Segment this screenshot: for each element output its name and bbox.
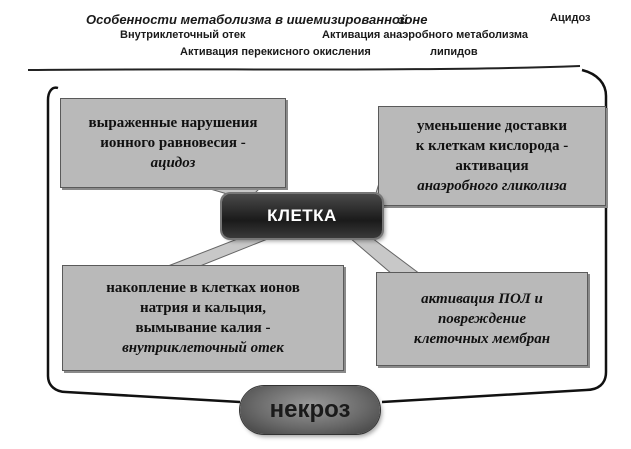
frame-left xyxy=(46,86,241,404)
connector-bottom-left xyxy=(167,237,271,267)
box-ion-accumulation: накопление в клетках ионов натрия и каль… xyxy=(62,265,344,371)
header-acidosis: Ацидоз xyxy=(550,12,591,24)
frame-right xyxy=(381,68,608,404)
cell-node: КЛЕТКА xyxy=(222,194,382,238)
header-peroxidation: Активация перекисного окисления xyxy=(180,46,371,58)
necrosis-label: некроз xyxy=(269,396,351,423)
connector-bottom-right xyxy=(348,237,422,275)
cell-label: КЛЕТКА xyxy=(267,206,337,225)
box-oxygen-delivery: уменьшение доставки к клеткам кислорода … xyxy=(378,106,606,206)
header: Особенности метаболизма в ишемизированно… xyxy=(30,10,610,70)
necrosis-node: некроз xyxy=(240,386,380,434)
header-title-end: зоне xyxy=(398,12,428,27)
box-lpo-activation: активация ПОЛ и повреждение клеточных ме… xyxy=(376,272,588,366)
header-anaerobic: Активация анаэробного метаболизма xyxy=(322,29,529,41)
header-edema: Внутриклеточный отек xyxy=(120,29,246,41)
box-ionic-imbalance: выраженные нарушения ионного равновесия … xyxy=(60,98,286,188)
header-underline xyxy=(27,65,581,71)
header-title: Особенности метаболизма в ишемизированно… xyxy=(86,12,408,27)
header-lipids: липидов xyxy=(430,46,478,58)
